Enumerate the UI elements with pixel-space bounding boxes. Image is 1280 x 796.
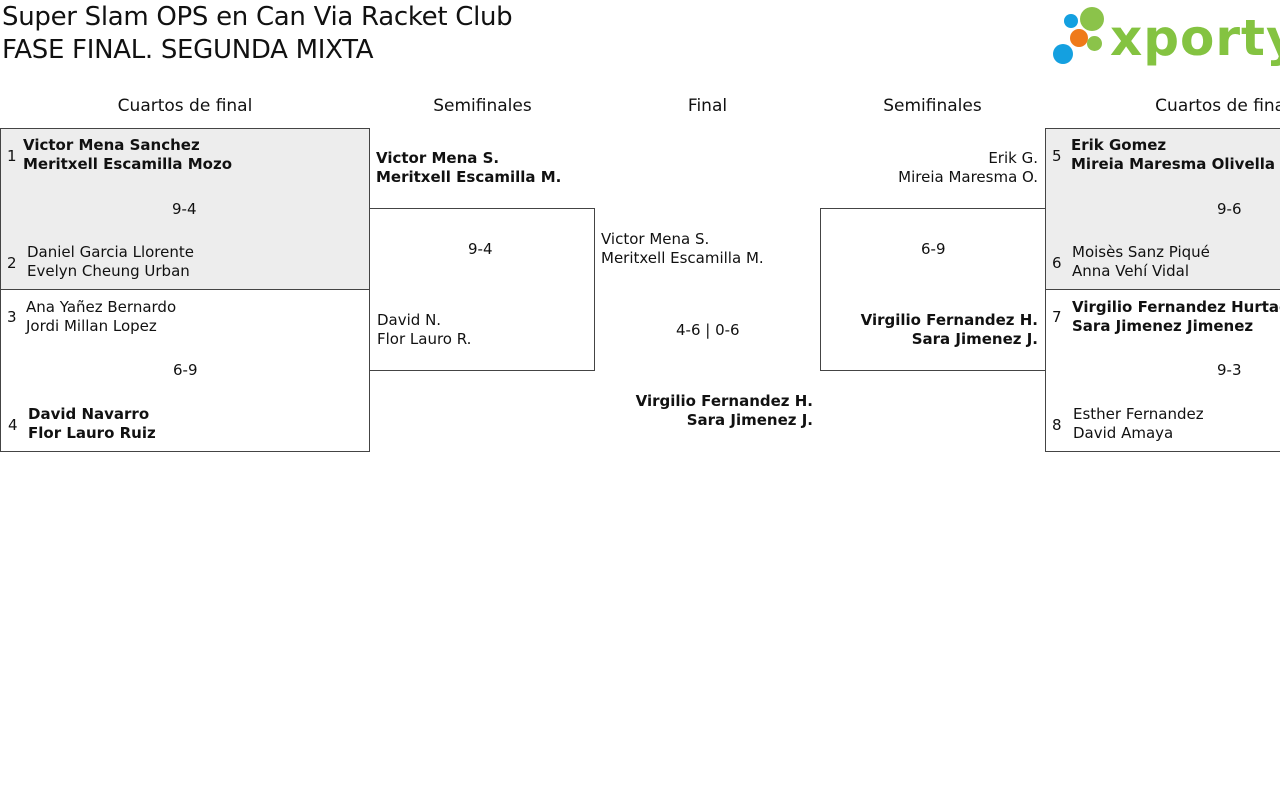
team-player: Flor Lauro R. — [377, 330, 472, 348]
seed-number: 6 — [1052, 254, 1062, 272]
team-player: Erik Gomez — [1071, 136, 1167, 154]
seed-number: 5 — [1052, 147, 1062, 165]
match-score: 9-4 — [172, 200, 197, 218]
team-player: David N. — [377, 311, 442, 329]
team-player: Daniel Garcia Llorente — [27, 243, 194, 261]
xporty-logo[interactable]: xporty — [1050, 4, 1280, 68]
round-heading-sf-left: Semifinales — [433, 96, 532, 116]
match-score: 4-6 | 0-6 — [676, 321, 740, 339]
team-player: Erik G. — [988, 149, 1038, 167]
match-sf-right[interactable]: 6-9 Virgilio Fernandez H. Sara Jimenez J… — [820, 208, 1046, 371]
team-player: Anna Vehí Vidal — [1072, 262, 1189, 280]
round-heading-qf-left: Cuartos de final — [117, 96, 253, 116]
match-sf-left[interactable]: 9-4 David N. Flor Lauro R. — [369, 208, 595, 371]
team-player: Victor Mena S. — [601, 230, 710, 248]
match-qf-left-1[interactable]: 1 Victor Mena Sanchez Meritxell Escamill… — [0, 128, 370, 290]
team-player: Moisès Sanz Piqué — [1072, 243, 1210, 261]
team-player: Ana Yañez Bernardo — [26, 298, 177, 316]
match-score: 9-6 — [1217, 200, 1242, 218]
team-player: Jordi Millan Lopez — [26, 317, 157, 335]
team-player: Sara Jimenez J. — [911, 330, 1038, 348]
seed-number: 1 — [7, 147, 17, 165]
team-player: Mireia Maresma Olivella — [1071, 155, 1276, 173]
team-player: Meritxell Escamilla Mozo — [23, 155, 233, 173]
round-heading-sf-right: Semifinales — [883, 96, 982, 116]
match-score: 6-9 — [921, 240, 946, 258]
match-score: 6-9 — [173, 361, 198, 379]
seed-number: 8 — [1052, 416, 1062, 434]
match-qf-right-2[interactable]: 7 Virgilio Fernandez Hurtado Sara Jimene… — [1045, 289, 1280, 452]
team-player: Victor Mena S. — [376, 149, 500, 167]
logo-dot-icon — [1053, 44, 1073, 64]
team-player: Meritxell Escamilla M. — [376, 168, 562, 186]
team-player: David Amaya — [1073, 424, 1174, 442]
match-score: 9-3 — [1217, 361, 1242, 379]
team-player: Virgilio Fernandez Hurtado — [1072, 298, 1280, 316]
team-player: Esther Fernandez — [1073, 405, 1204, 423]
team-player: Sara Jimenez J. — [686, 411, 813, 429]
team-player: David Navarro — [28, 405, 150, 423]
page-subtitle: FASE FINAL. SEGUNDA MIXTA — [2, 35, 374, 65]
team-player: Virgilio Fernandez H. — [635, 392, 813, 410]
match-score: 9-4 — [468, 240, 493, 258]
round-heading-final: Final — [687, 96, 728, 116]
team-player: Sara Jimenez Jimenez — [1072, 317, 1254, 335]
seed-number: 4 — [8, 416, 18, 434]
logo-dot-icon — [1087, 36, 1102, 51]
match-final[interactable]: Victor Mena S. Meritxell Escamilla M. 4-… — [595, 208, 820, 438]
team-player: Flor Lauro Ruiz — [28, 424, 156, 442]
seed-number: 7 — [1052, 308, 1062, 326]
logo-dot-icon — [1080, 7, 1104, 31]
round-heading-qf-right: Cuartos de final — [1155, 96, 1280, 116]
match-qf-left-2[interactable]: 3 Ana Yañez Bernardo Jordi Millan Lopez … — [0, 289, 370, 452]
team-player: Meritxell Escamilla M. — [601, 249, 764, 267]
logo-wordmark: xporty — [1110, 9, 1280, 67]
team-player: Virgilio Fernandez H. — [860, 311, 1038, 329]
logo-dot-icon — [1070, 29, 1088, 47]
seed-number: 2 — [7, 254, 17, 272]
match-qf-right-1[interactable]: 5 Erik Gomez Mireia Maresma Olivella 9-6… — [1045, 128, 1280, 290]
team-player: Evelyn Cheung Urban — [27, 262, 190, 280]
team-player: Victor Mena Sanchez — [23, 136, 200, 154]
team-player: Mireia Maresma O. — [898, 168, 1038, 186]
seed-number: 3 — [7, 308, 17, 326]
logo-dot-icon — [1064, 14, 1078, 28]
page-title: Super Slam OPS en Can Via Racket Club — [2, 2, 513, 32]
